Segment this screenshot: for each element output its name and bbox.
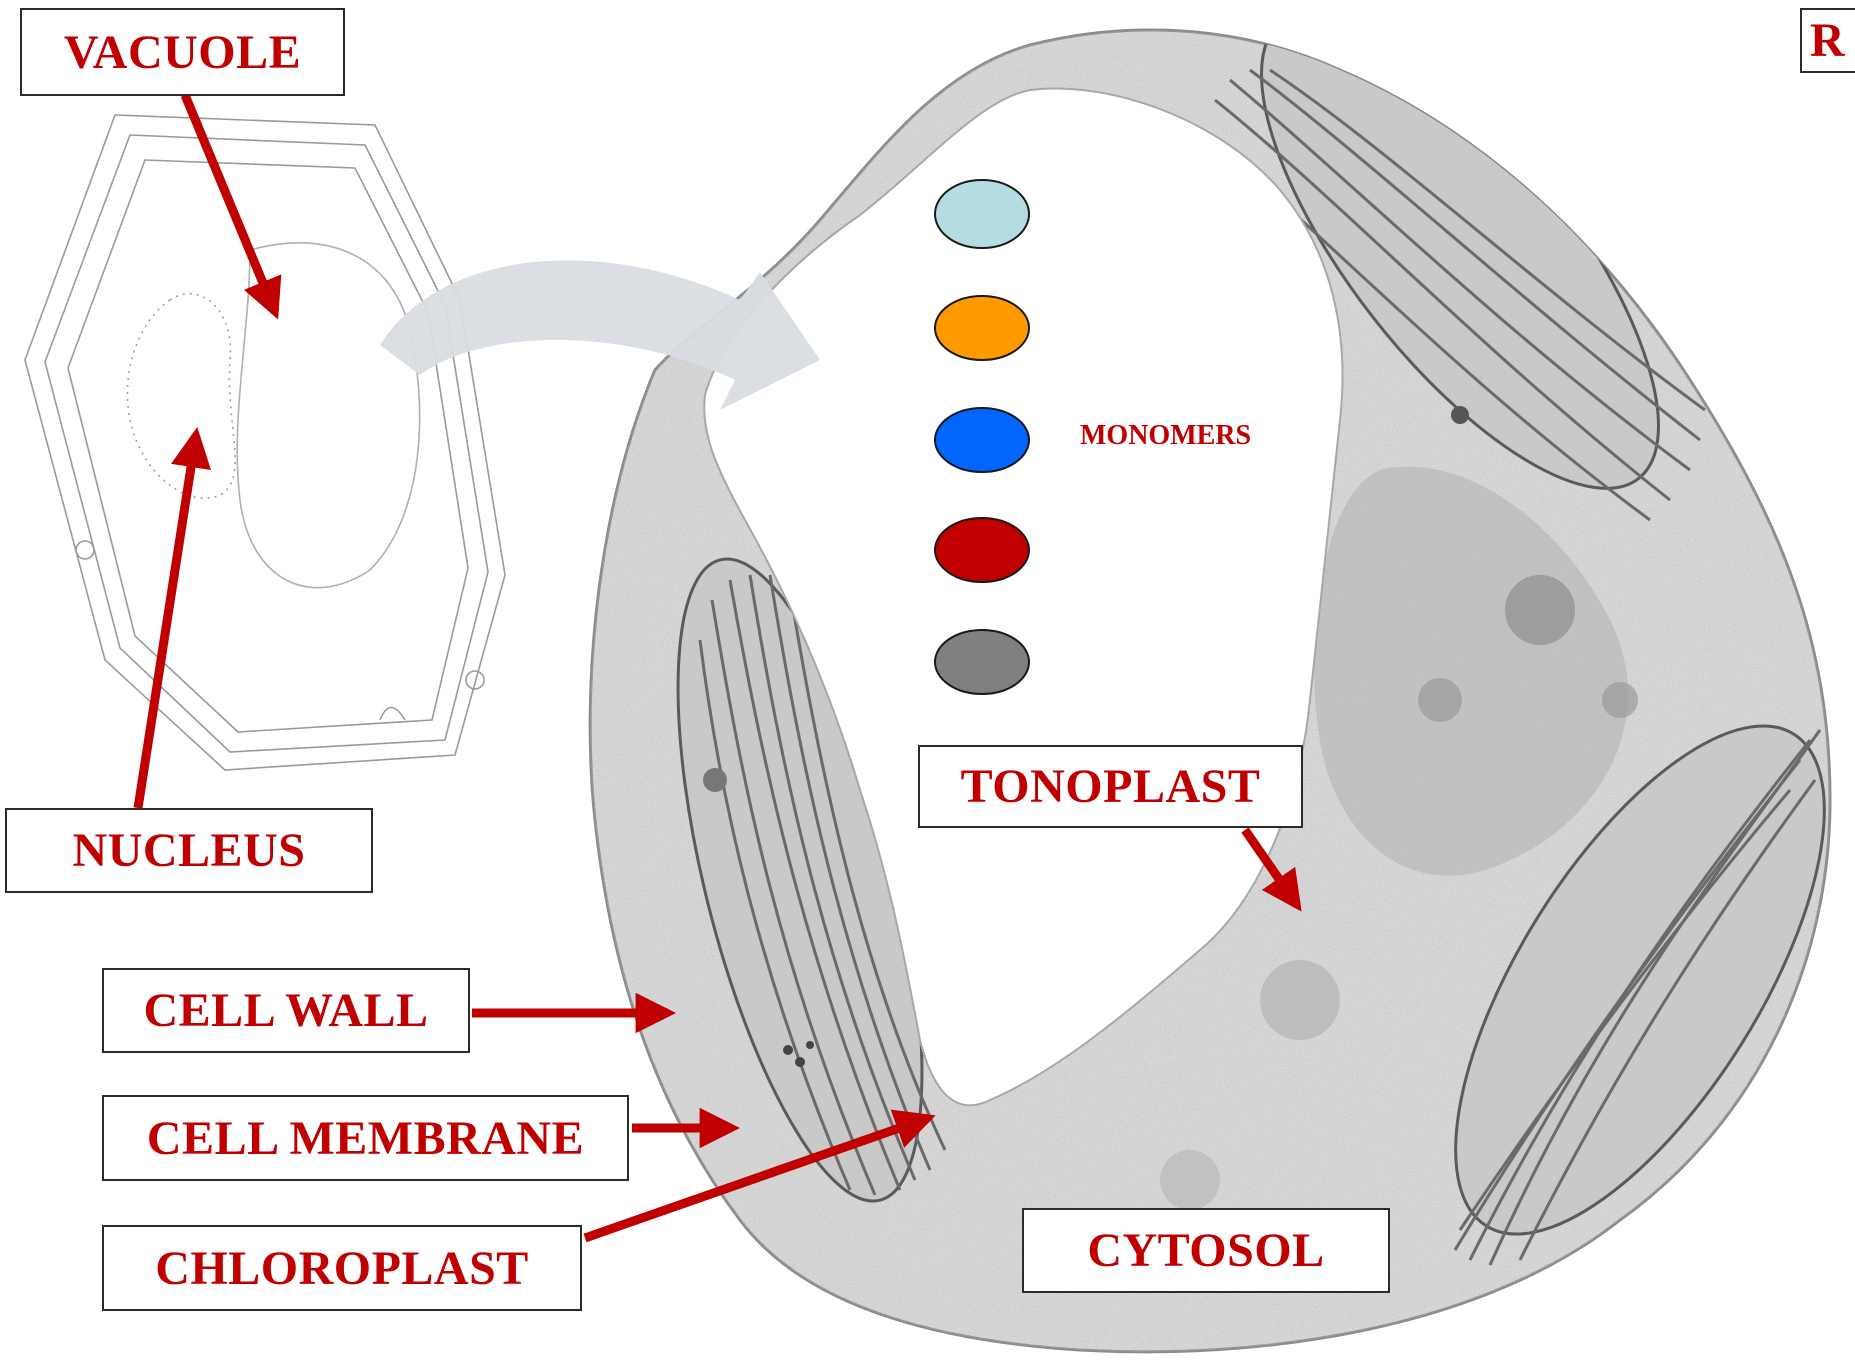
- schematic-plasmodesma-2: [76, 541, 94, 559]
- arrow-nucleus: [138, 435, 196, 808]
- label-chloroplast: CHLOROPLAST: [102, 1225, 582, 1311]
- schematic-cell-wall-outer: [25, 115, 505, 770]
- monomer-oval-4: [935, 518, 1029, 582]
- schematic-plasmodesma-1: [466, 671, 484, 689]
- cell-micrograph: [580, 0, 1855, 1365]
- monomer-oval-2: [935, 296, 1029, 360]
- label-nucleus: NUCLEUS: [5, 808, 373, 893]
- schematic-nucleus: [127, 294, 235, 498]
- curved-arrow-zoom: [380, 260, 820, 410]
- label-cytosol: CYTOSOL: [1022, 1208, 1390, 1293]
- label-monomers: MONOMERS: [1080, 420, 1251, 452]
- label-vacuole: VACUOLE: [20, 8, 345, 96]
- schematic-cell-wall-inner: [45, 135, 488, 752]
- schematic-wall-notch: [380, 708, 405, 721]
- label-tonoplast: TONOPLAST: [918, 745, 1303, 828]
- monomer-oval-3: [935, 408, 1029, 472]
- monomer-oval-5: [935, 630, 1029, 694]
- monomer-oval-1: [935, 180, 1029, 248]
- schematic-plant-cell: [25, 115, 505, 770]
- label-corner-letter: R: [1800, 8, 1855, 73]
- label-cell-wall: CELL WALL: [102, 968, 470, 1053]
- label-cell-membrane: CELL MEMBRANE: [102, 1095, 629, 1181]
- arrow-vacuole: [185, 95, 275, 312]
